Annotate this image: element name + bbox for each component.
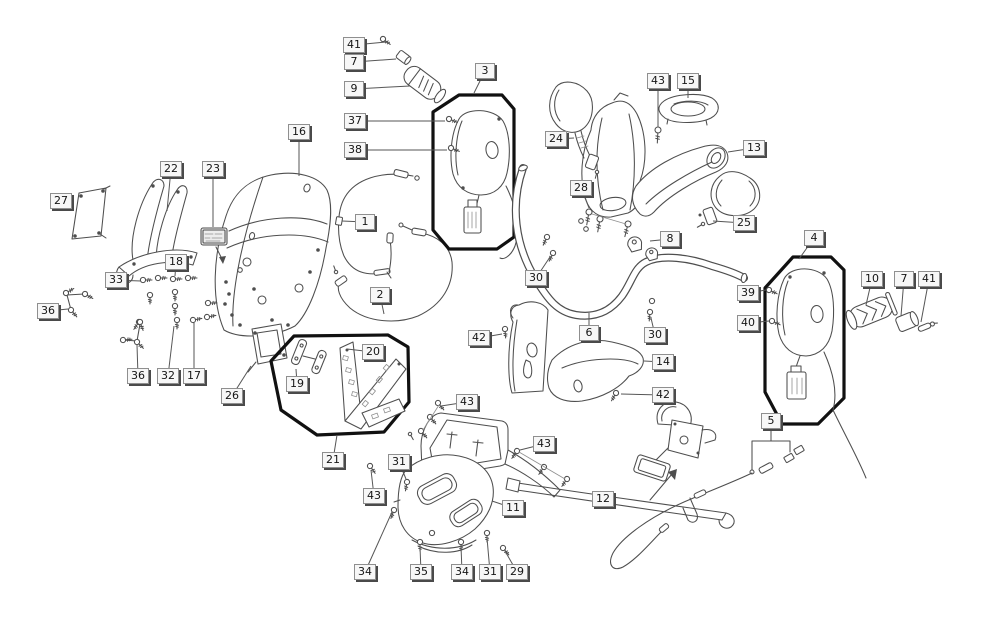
handlebar-6-drawing [511, 164, 748, 320]
switch-assembly-3-frame [431, 93, 516, 251]
callout-label-34-49: 34 [451, 564, 473, 580]
callout-label-40-21: 40 [737, 315, 759, 331]
strips-19-drawing [290, 338, 327, 375]
callout-label-36-34: 36 [127, 368, 149, 384]
leader-line-34-47 [364, 511, 393, 573]
callout-label-15-13: 15 [677, 73, 699, 89]
callout-label-39-20: 39 [737, 285, 759, 301]
callout-label-10-22: 10 [861, 271, 883, 287]
switch-assembly-4-drawing [765, 268, 867, 479]
callout-label-8-17: 8 [660, 231, 680, 247]
callout-label-4-19: 4 [804, 230, 824, 246]
callout-label-36-27: 36 [37, 303, 59, 319]
callout-label-28-15: 28 [570, 180, 592, 196]
callout-label-7-1: 7 [344, 54, 364, 70]
callout-label-41-0: 41 [343, 37, 365, 53]
callout-label-13-14: 13 [743, 140, 765, 156]
callout-label-43-41: 43 [456, 394, 478, 410]
callout-label-35-48: 35 [410, 564, 432, 580]
throttle-cable-1-drawing [334, 169, 420, 276]
callout-label-26-37: 26 [221, 388, 243, 404]
cover-14-drawing [547, 339, 644, 403]
screws-43-rail-drawing [509, 446, 572, 489]
bracket-36-right-drawing [119, 318, 147, 351]
callout-label-21-40: 21 [322, 452, 344, 468]
callout-label-33-25: 33 [105, 272, 127, 288]
callout-label-32-35: 32 [157, 368, 179, 384]
callout-label-42-29: 42 [468, 330, 490, 346]
callout-label-43-12: 43 [647, 73, 669, 89]
callout-label-43-45: 43 [533, 436, 555, 452]
callout-label-22-7: 22 [160, 161, 182, 177]
lid-15-drawing [658, 93, 719, 126]
callout-label-38-4: 38 [344, 142, 366, 158]
headlight-housing-11-drawing [393, 454, 494, 553]
callout-label-12-46: 12 [592, 491, 614, 507]
callout-label-29-51: 29 [506, 564, 528, 580]
callout-label-25-16: 25 [733, 215, 755, 231]
handlebar-front-cover-drawing [581, 92, 646, 218]
callout-label-5-52: 5 [761, 413, 781, 429]
callout-label-31-50: 31 [479, 564, 501, 580]
callout-label-34-47: 34 [354, 564, 376, 580]
callout-label-20-39: 20 [362, 344, 384, 360]
callout-label-23-8: 23 [202, 161, 224, 177]
switch-assembly-4-frame [763, 255, 846, 426]
callout-label-17-36: 17 [183, 368, 205, 384]
callout-label-19-38: 19 [286, 376, 308, 392]
callout-label-37-3: 37 [344, 113, 366, 129]
mirror-24-drawing [549, 81, 600, 180]
callout-label-30-31: 30 [644, 327, 666, 343]
panel-42-drawing [501, 301, 549, 394]
windshield-16-drawing [214, 172, 332, 337]
screws-43-bezel-drawing [407, 398, 447, 442]
screws-30-right-drawing [646, 297, 656, 322]
callout-label-41-24: 41 [918, 271, 940, 287]
callout-label-27-9: 27 [50, 193, 72, 209]
throttle-mechanism-drawing [633, 401, 717, 482]
emblem-23-drawing [200, 227, 228, 264]
screw-41-right-drawing [917, 321, 938, 332]
callout-label-31-42: 31 [388, 454, 410, 470]
circuit-board-20-drawing [339, 341, 407, 430]
callout-label-42-33: 42 [652, 387, 674, 403]
switch-assembly-3-drawing [445, 110, 519, 259]
cable-harness-5-drawing [610, 428, 805, 570]
callout-label-43-43: 43 [363, 488, 385, 504]
callout-label-16-6: 16 [288, 124, 310, 140]
throttle-cable-2-drawing [331, 222, 453, 322]
callout-label-6-30: 6 [579, 325, 599, 341]
bolts-28-drawing [578, 207, 633, 238]
cap-7-drawing [895, 311, 919, 332]
callout-label-7-23: 7 [894, 271, 914, 287]
mirror-25-drawing [695, 171, 761, 230]
handlebar-rear-cover-13-drawing [631, 144, 729, 217]
callout-label-1-10: 1 [355, 214, 375, 230]
clamp-8-drawing [627, 236, 659, 262]
cluster-21-frame [269, 333, 411, 437]
callout-label-9-2: 9 [344, 81, 364, 97]
callout-label-14-32: 14 [652, 354, 674, 370]
callout-label-18-26: 18 [165, 254, 187, 270]
callout-label-11-44: 11 [502, 500, 524, 516]
leader-line-32-35 [167, 325, 175, 377]
bracket-36-left-drawing [61, 285, 95, 320]
callout-label-24-11: 24 [545, 131, 567, 147]
callout-label-30-18: 30 [525, 270, 547, 286]
plate-27-drawing [71, 185, 111, 240]
grip-10-drawing [845, 291, 898, 330]
pointer-arrows-drawing [649, 469, 677, 501]
callout-label-2-28: 2 [370, 287, 390, 303]
ignition-switch-9-drawing [378, 34, 447, 104]
callout-label-3-5: 3 [475, 63, 495, 79]
